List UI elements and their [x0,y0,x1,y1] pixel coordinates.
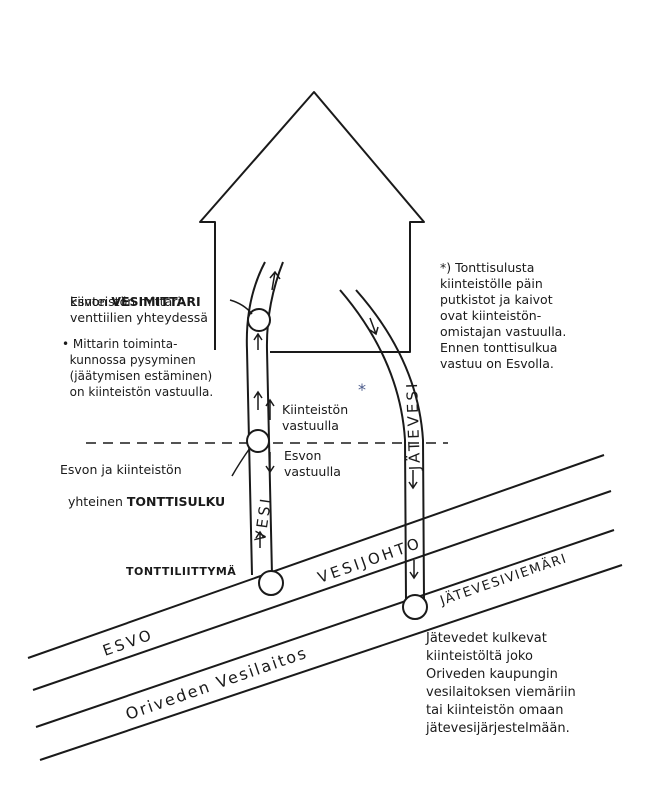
sewer-connection-circle [402,594,428,620]
asterisk-mark: * [358,380,366,399]
plot-connection-circle [258,570,284,596]
water-meter-circle [247,308,271,332]
connection-label: TONTTILIITTYMÄ [126,564,236,578]
orivesi-label: Oriveden Vesilaitos [123,643,310,724]
meter-label: Esvon VESIMITTARI [62,278,201,310]
meter-label-line3: venttiilien yhteydessä [70,310,208,325]
valve-label-line1: Esvon ja kiinteistön [60,462,182,477]
water-pipe [245,261,284,576]
house-outline [199,91,425,353]
pointer-lines [229,299,253,477]
meter-label-bold: VESIMITTARI [111,294,201,309]
waste-flow-arrows [369,317,419,580]
main-sewer-label: JÄTEVESIVIEMÄRI [437,550,569,609]
plot-valve-circle [246,429,270,453]
valve-label-bold: TONTTISULKU [126,494,226,509]
valve-label-prefix: yhteinen [67,494,127,509]
waste-water-pipe [339,289,425,601]
meter-label-prefix: Esvon [69,294,112,309]
waste-water-note: Jätevedet kulkevat kiinteistöltä joko Or… [426,631,576,736]
valve-label-line2: yhteinen TONTTISULKU [60,478,225,510]
meter-label-line2: kiinteistön mittari- [70,294,186,309]
meter-maintenance-note: • Mittarin toiminta- kunnossa pysyminen … [62,337,214,399]
waste-pipe-label: JÄTEVESI [402,380,424,471]
water-flow-arrows [253,270,281,548]
property-responsibility-label: Kiinteistön vastuulla [282,402,349,433]
responsibility-arrows [265,398,275,474]
esvo-responsibility-label: Esvon vastuulla [284,448,341,479]
main-pipes [27,454,623,761]
footnote: *) Tonttisulusta kiinteistölle päin putk… [440,260,567,371]
